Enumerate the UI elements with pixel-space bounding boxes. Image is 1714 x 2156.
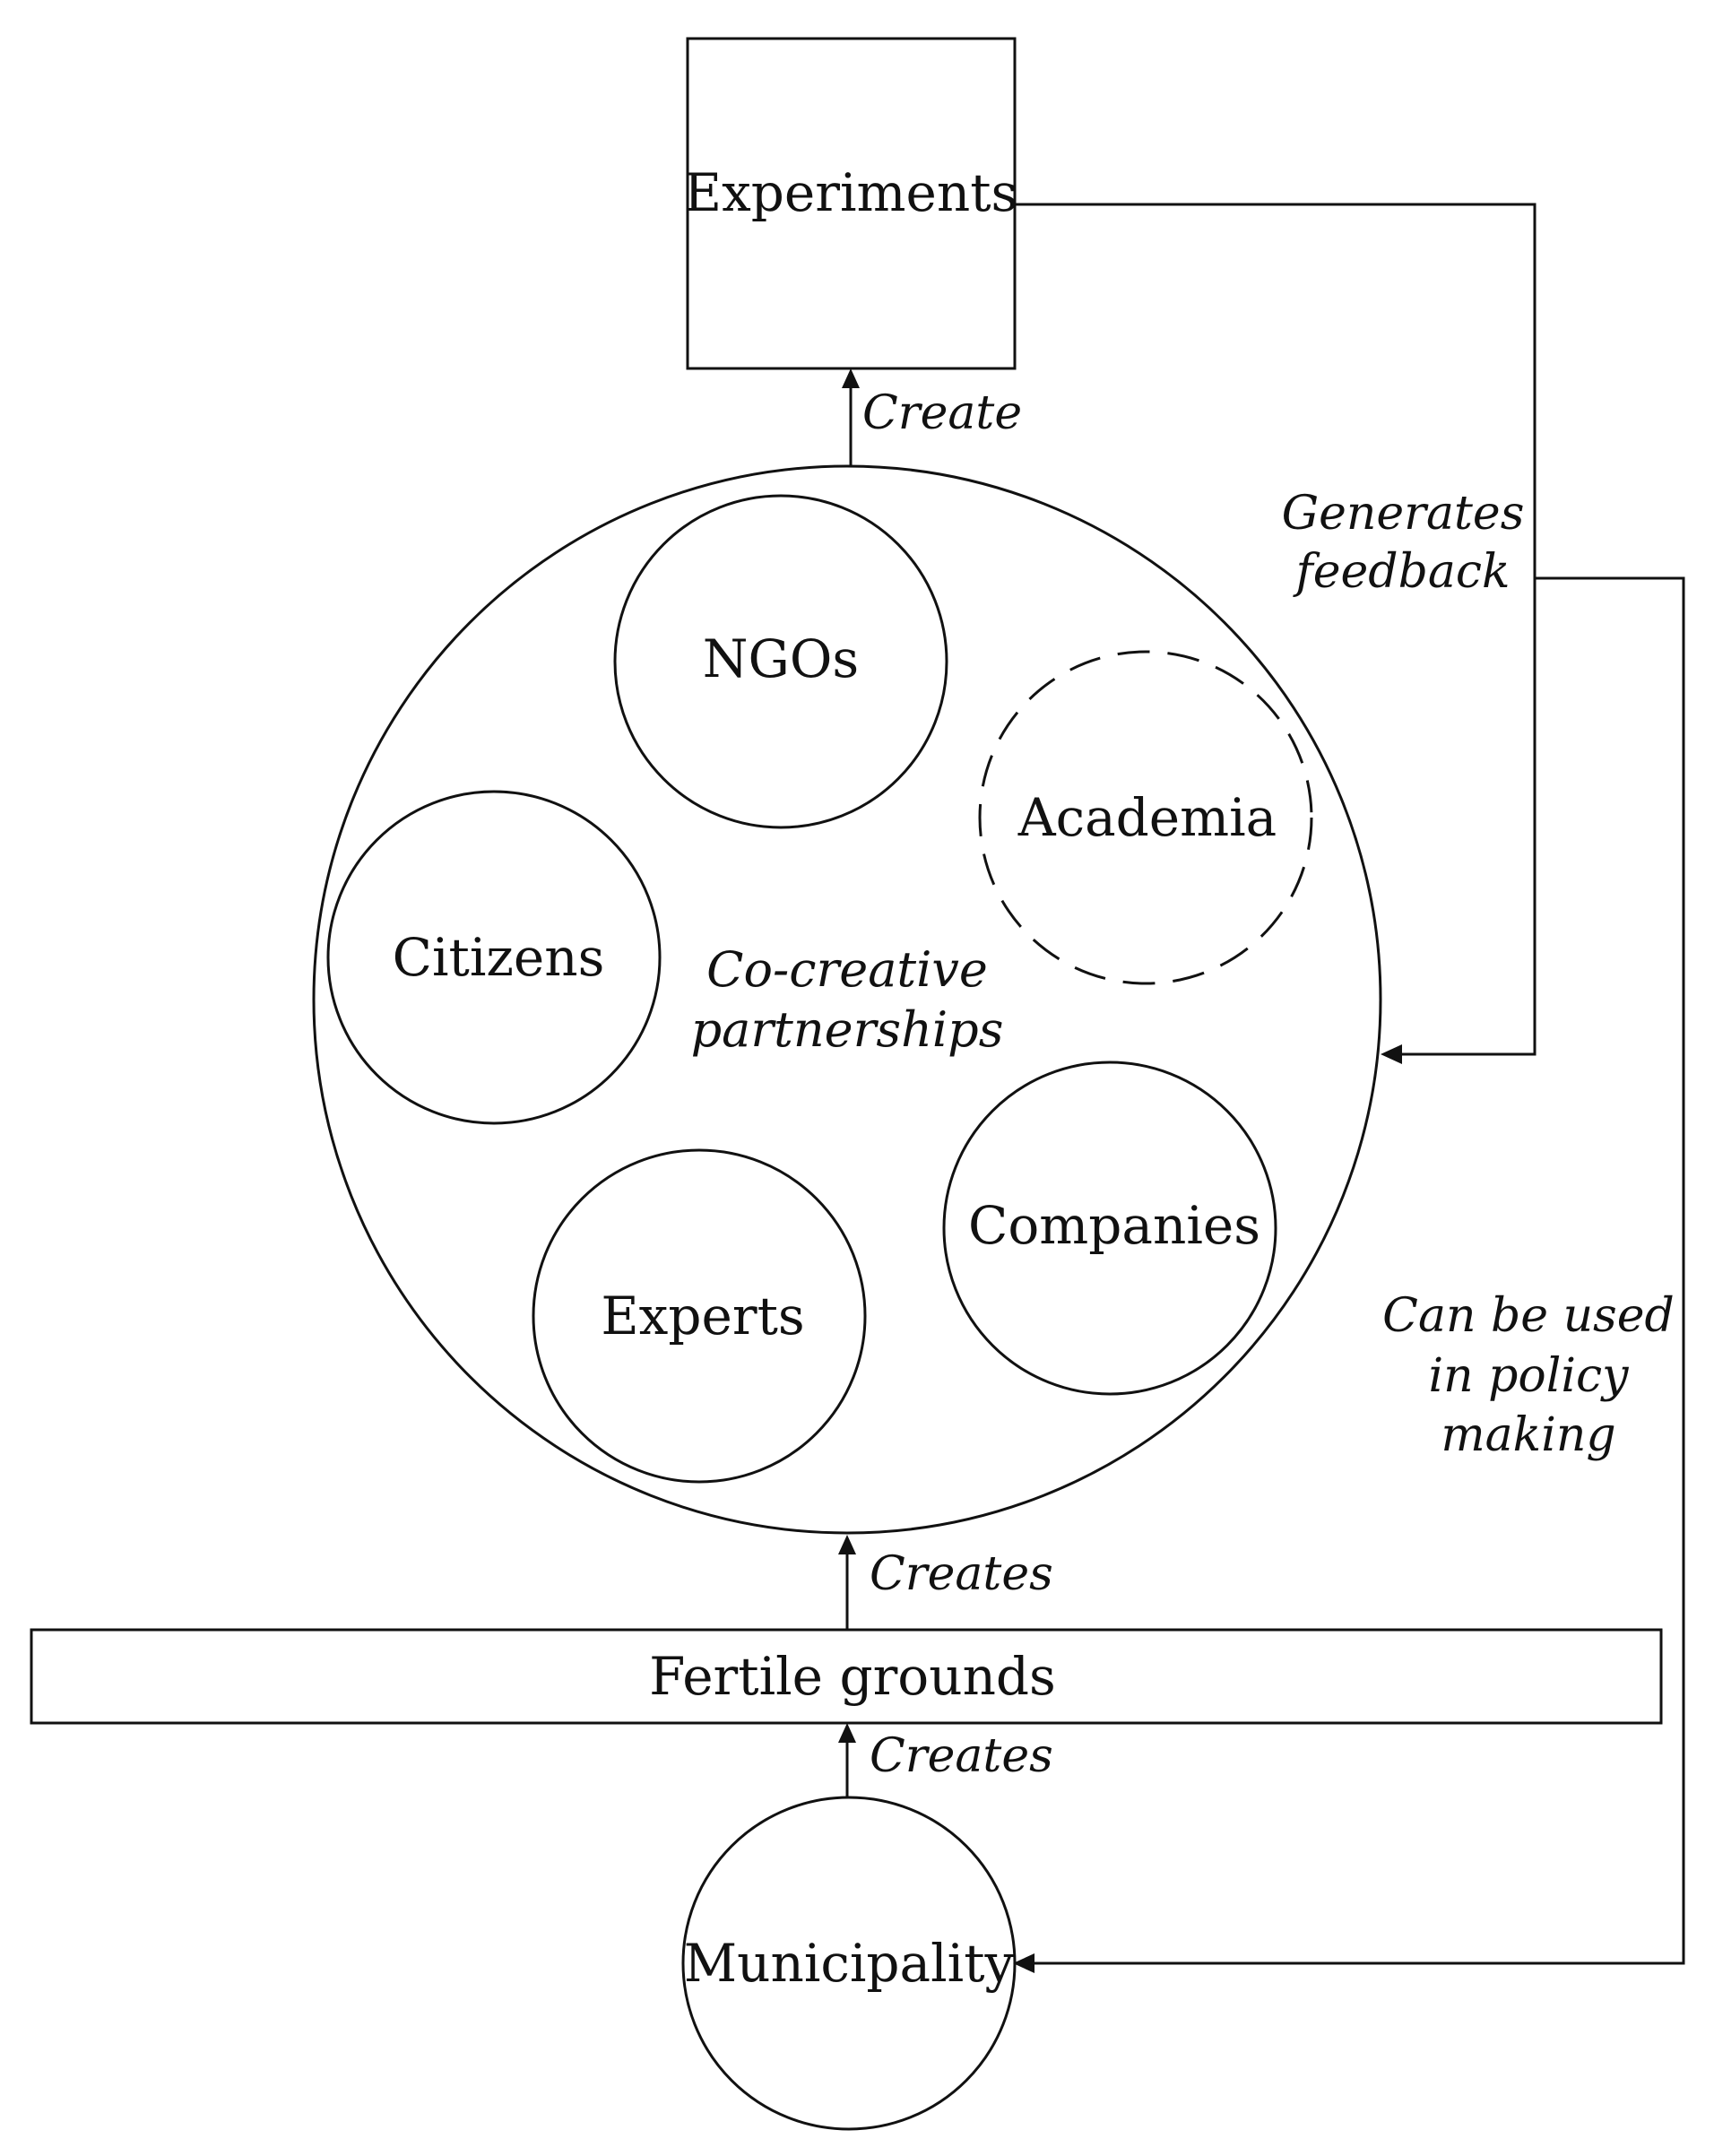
creates-top-label: Creates — [870, 1547, 1053, 1601]
partnerships-label: partnerships — [691, 1001, 1004, 1058]
experiments-label: Experiments — [684, 162, 1018, 223]
companies-circle — [942, 1061, 1277, 1396]
create-arrowhead — [842, 368, 860, 388]
generates-label: Generates — [1282, 487, 1525, 541]
ngos-circle — [613, 494, 948, 829]
partnerships-circle — [312, 464, 1382, 1535]
ngos-label: NGOs — [703, 628, 859, 689]
co-creative-label: Co-creative — [706, 941, 988, 998]
citizens-label: Citizens — [393, 927, 605, 988]
companies-label: Companies — [968, 1195, 1260, 1256]
policy-label-line-1: Can be used — [1382, 1289, 1675, 1343]
fertile-grounds-label: Fertile grounds — [649, 1646, 1056, 1707]
policy-arrowhead — [1013, 1953, 1034, 1973]
academia-label: Academia — [1017, 787, 1277, 848]
feedback-label: feedback — [1292, 545, 1510, 599]
municipality-circle — [681, 1796, 1017, 2131]
create-label: Create — [862, 386, 1022, 440]
feedback-connector — [1015, 203, 1537, 1056]
policy-label-line-2: in policy — [1428, 1349, 1629, 1403]
policy-label-line-3: making — [1441, 1408, 1615, 1462]
creates-bottom-label: Creates — [870, 1729, 1053, 1783]
experts-label: Experts — [601, 1286, 804, 1346]
citizens-circle — [326, 790, 662, 1125]
experts-circle — [532, 1148, 867, 1484]
municipality-label: Municipality — [684, 1933, 1015, 1994]
creates-bottom-arrowhead — [838, 1723, 856, 1743]
fertile-grounds-box — [30, 1628, 1663, 1725]
feedback-arrowhead — [1381, 1044, 1402, 1064]
academia-circle — [978, 650, 1313, 985]
creates-top-arrowhead — [838, 1535, 856, 1554]
policy-connector — [1033, 576, 1685, 1965]
